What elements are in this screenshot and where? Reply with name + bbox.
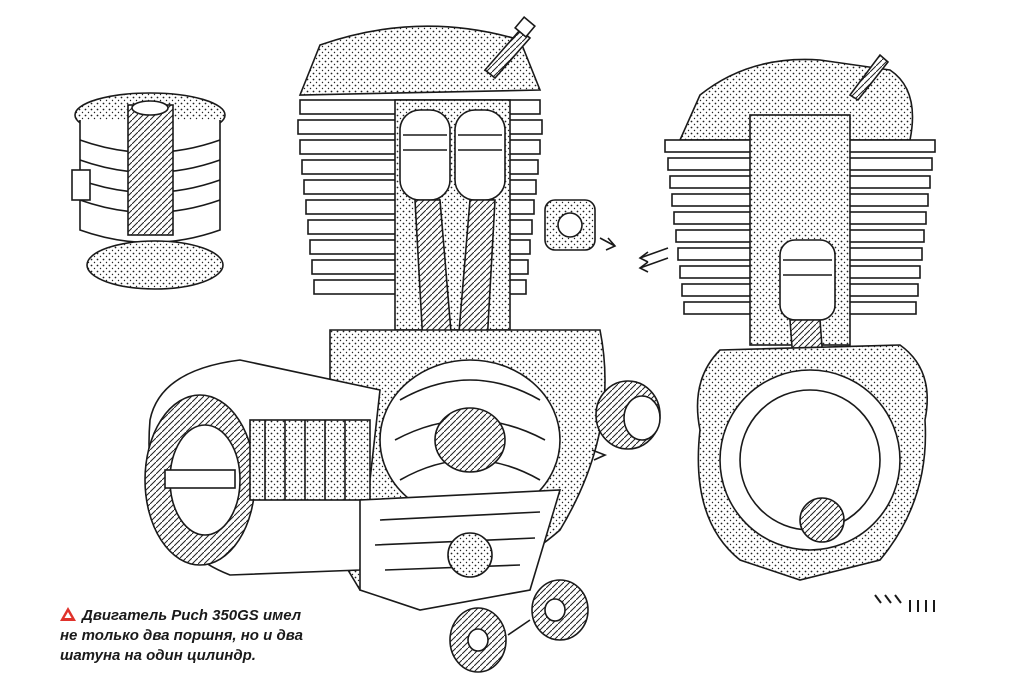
cylinder-detail-drawing [71, 92, 226, 290]
side-section-drawing [638, 53, 936, 612]
figure-caption: Двигатель Puch 350GS имел не только два … [60, 606, 360, 666]
caption-line-3: шатуна на один цилиндр. [60, 647, 256, 664]
caption-line-2: не только два поршня, но и два [60, 627, 303, 644]
red-triangle-icon [60, 607, 76, 621]
main-engine-drawing [144, 16, 617, 611]
sprocket-parts [449, 380, 661, 673]
caption-line-1: Двигатель Puch 350GS имел [60, 606, 360, 626]
caption-text-1: Двигатель Puch 350GS имел [82, 607, 302, 624]
